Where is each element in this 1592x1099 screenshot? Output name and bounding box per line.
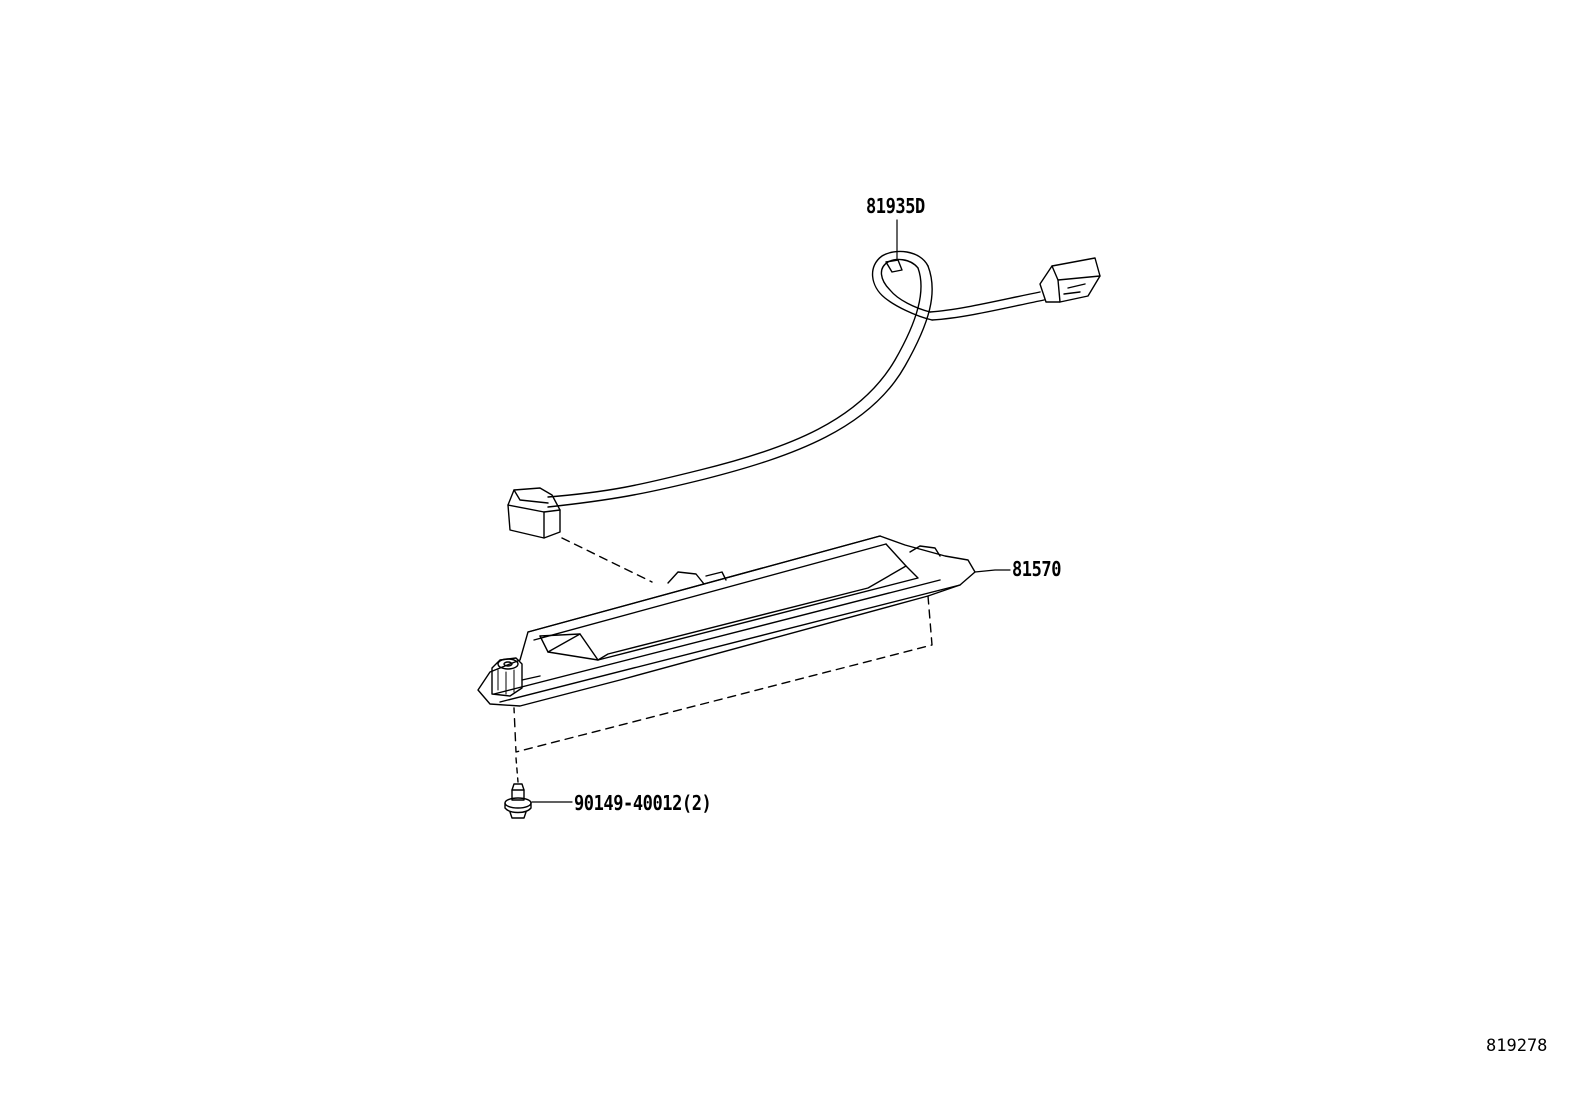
leader-81570 [974, 569, 1011, 573]
screw-drawing [504, 783, 532, 819]
wire-harness-drawing [507, 250, 1101, 539]
license-lamp-drawing [477, 535, 976, 707]
assembly-guide-dashed [561, 537, 653, 583]
part-label-90149-40012[interactable]: 90149-40012(2) [574, 791, 712, 815]
screw-guide-dashed [515, 757, 519, 783]
figure-number: 819278 [1486, 1036, 1548, 1056]
part-label-81935D[interactable]: 81935D [866, 194, 925, 218]
part-label-81570[interactable]: 81570 [1012, 557, 1062, 581]
